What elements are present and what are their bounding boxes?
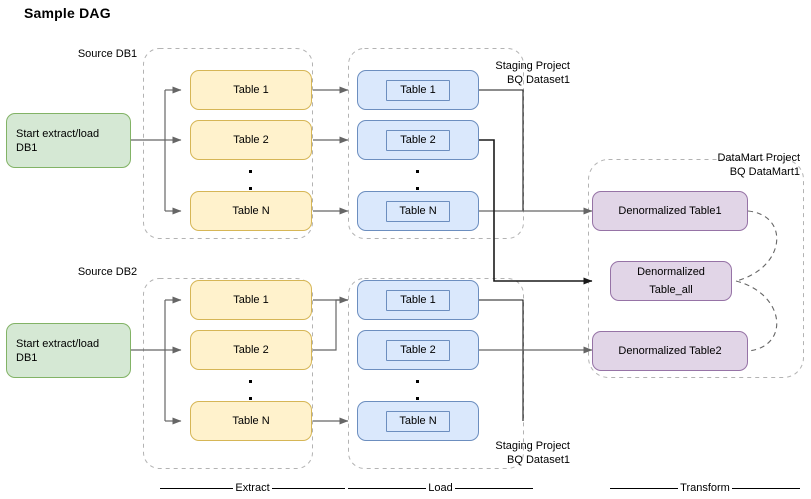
phase-load-bar-left	[348, 487, 427, 489]
phase-transform-bar-left	[610, 487, 679, 489]
group-label-datamart-line2: BQ DataMart1	[729, 166, 800, 178]
start-node-db1-bottom-line2: DB1	[16, 351, 38, 364]
transform-denormalized-table1[interactable]: Denormalized Table1	[592, 191, 748, 231]
extract-bottom-table-2[interactable]: Table 2	[190, 330, 312, 370]
transform-denormalized-table-all[interactable]: Denormalized Table_all	[610, 261, 732, 301]
load-top-table-n-inner: Table N	[386, 200, 450, 222]
phase-transform-bar-right	[731, 487, 800, 489]
transform-denormalized-table-all-line1: Denormalized	[637, 266, 705, 278]
load-bottom-table-1[interactable]: Table 1	[357, 280, 479, 320]
start-node-db1-bottom-line1: Start extract/load	[16, 337, 100, 350]
group-label-staging-top-line1: Staging Project	[495, 60, 570, 72]
phase-extract-bar-left	[160, 487, 234, 489]
load-bottom-table-1-inner: Table 1	[386, 289, 450, 311]
group-label-staging-top-line2: BQ Dataset1	[507, 74, 570, 86]
load-top-table-2-inner: Table 2	[386, 129, 450, 151]
load-bottom-table-2-inner: Table 2	[386, 339, 450, 361]
start-node-db1-top-line2: DB1	[16, 141, 38, 154]
phase-transform: Transform	[610, 482, 800, 494]
transform-denormalized-table-all-line2: Table_all	[649, 284, 693, 296]
start-node-db1-bottom[interactable]: Start extract/load DB1	[6, 323, 131, 378]
extract-top-table-n[interactable]: Table N	[190, 191, 312, 231]
load-top-table-n[interactable]: Table N	[357, 191, 479, 231]
load-bottom-table-2[interactable]: Table 2	[357, 330, 479, 370]
start-node-db1-top-line1: Start extract/load	[16, 127, 100, 140]
extract-bottom-ellipsis	[249, 373, 252, 407]
extract-bottom-table-1[interactable]: Table 1	[190, 280, 312, 320]
phase-load: Load	[348, 482, 534, 494]
extract-top-ellipsis	[249, 163, 252, 197]
load-top-ellipsis	[416, 163, 419, 197]
phase-transform-label: Transform	[680, 482, 730, 494]
transform-denormalized-table2[interactable]: Denormalized Table2	[592, 331, 748, 371]
load-top-table-1-inner: Table 1	[386, 79, 450, 101]
start-node-db1-top[interactable]: Start extract/load DB1	[6, 113, 131, 168]
phase-load-bar-right	[454, 487, 534, 489]
extract-top-table-1[interactable]: Table 1	[190, 70, 312, 110]
group-label-datamart-line1: DataMart Project	[717, 152, 800, 164]
group-label-source-db1: Source DB1	[77, 48, 138, 60]
group-label-staging-bottom-line2: BQ Dataset1	[507, 454, 570, 466]
group-label-staging-bottom-line1: Staging Project	[495, 440, 570, 452]
load-bottom-table-n[interactable]: Table N	[357, 401, 479, 441]
phase-load-label: Load	[428, 482, 453, 494]
phase-extract-label: Extract	[235, 482, 270, 494]
load-top-table-1[interactable]: Table 1	[357, 70, 479, 110]
load-bottom-table-n-inner: Table N	[386, 410, 450, 432]
extract-bottom-table-n[interactable]: Table N	[190, 401, 312, 441]
phase-extract-bar-right	[271, 487, 346, 489]
group-label-source-db2: Source DB2	[77, 266, 138, 278]
extract-top-table-2[interactable]: Table 2	[190, 120, 312, 160]
load-bottom-ellipsis	[416, 373, 419, 407]
page-title: Sample DAG	[24, 5, 111, 21]
load-top-table-2[interactable]: Table 2	[357, 120, 479, 160]
phase-extract: Extract	[160, 482, 346, 494]
